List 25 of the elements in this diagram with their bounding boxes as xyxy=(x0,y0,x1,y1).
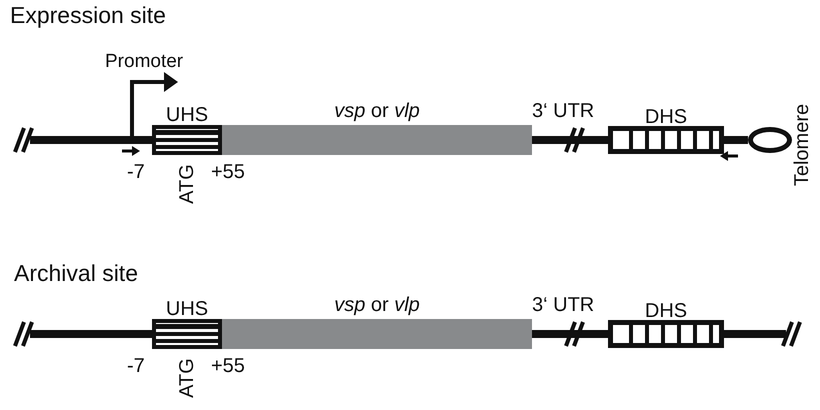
region-label: 3‘ UTR xyxy=(532,101,594,121)
position-label: +55 xyxy=(211,356,245,376)
telomere-loop xyxy=(748,127,792,153)
section-title: Archival site xyxy=(14,262,138,285)
chromosome-line xyxy=(532,136,608,144)
chromosome-line xyxy=(724,330,786,338)
chromosome-line xyxy=(724,136,748,144)
promoter-label: Promoter xyxy=(105,52,184,71)
position-label: +55 xyxy=(211,162,245,182)
codon-label: ATG xyxy=(177,358,197,398)
region-label: UHS xyxy=(166,105,208,125)
region-label: DHS xyxy=(644,301,688,321)
gene-label: vsp or vlp xyxy=(334,101,420,121)
chromosome-line xyxy=(30,330,152,338)
section-title: Expression site xyxy=(10,4,166,27)
codon-label: ATG xyxy=(177,164,197,204)
telomere-label: Telomere xyxy=(792,104,812,186)
region-label: UHS xyxy=(166,299,208,319)
position-label: -7 xyxy=(127,356,145,376)
gene-label: vsp or vlp xyxy=(334,295,420,315)
position-label: -7 xyxy=(127,162,145,182)
region-label: 3‘ UTR xyxy=(532,295,594,315)
region-label: DHS xyxy=(644,107,688,127)
chromosome-line xyxy=(532,330,608,338)
chromosome-line xyxy=(30,136,152,144)
